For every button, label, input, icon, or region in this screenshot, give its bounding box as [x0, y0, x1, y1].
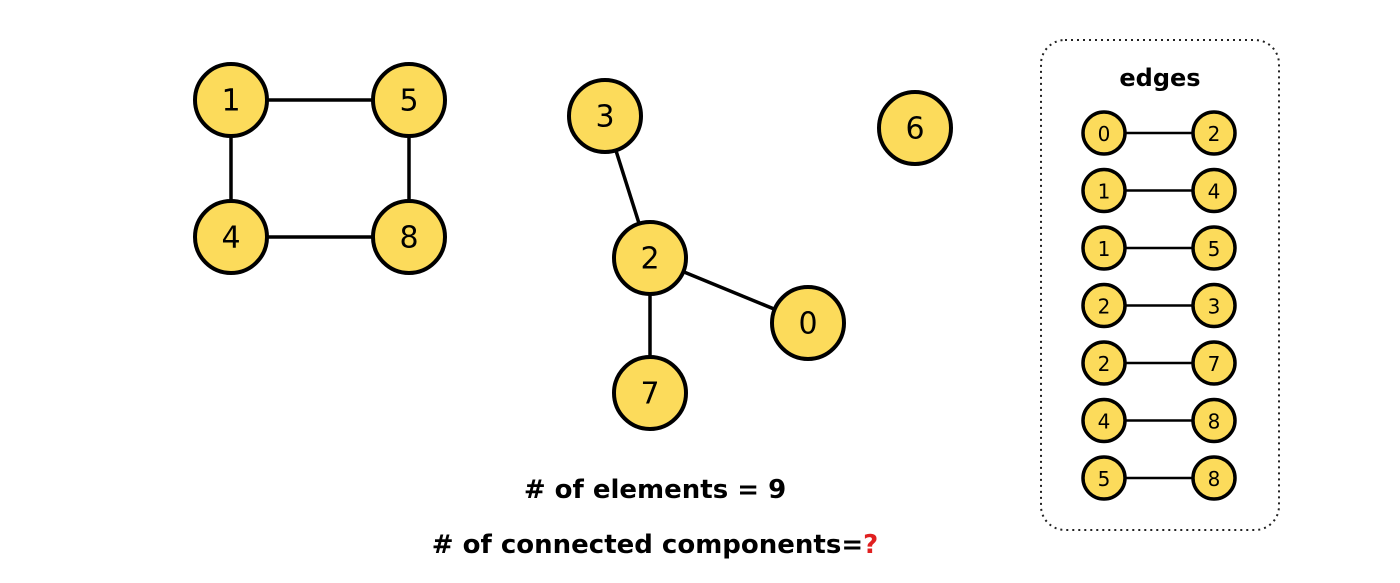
- edge-list-node-circle: [1191, 225, 1237, 271]
- edge-list-node-label: 7: [1208, 352, 1221, 376]
- edge-list-node-circle: [1191, 110, 1237, 156]
- edge-list-node-circle: [1081, 340, 1127, 386]
- edge-list-node: 3: [1191, 282, 1237, 329]
- edge-list-node-label: 8: [1208, 410, 1221, 434]
- node-label: 2: [640, 242, 659, 277]
- edge-list-node: 1: [1081, 167, 1127, 214]
- node-label: 6: [905, 112, 924, 147]
- edge-list-node-label: 2: [1208, 122, 1221, 146]
- edge-list-node-label: 8: [1208, 467, 1221, 491]
- node-label: 1: [221, 84, 240, 119]
- edge-list-node: 0: [1081, 110, 1127, 156]
- node-4: 4: [193, 199, 269, 275]
- edge-list-title: edges: [1119, 64, 1200, 92]
- node-circle: [877, 90, 953, 166]
- edge-list-node-label: 5: [1098, 467, 1111, 491]
- edge-list-node: 8: [1191, 397, 1237, 444]
- edge-list-node-label: 0: [1098, 122, 1111, 146]
- node-label: 4: [221, 221, 240, 256]
- node-8: 8: [371, 199, 447, 275]
- node-label: 3: [595, 100, 614, 135]
- node-circle: [612, 355, 688, 431]
- edge-list-node-label: 5: [1208, 237, 1221, 261]
- edge-list-node: 4: [1191, 167, 1237, 214]
- node-circle: [612, 220, 688, 296]
- components-caption-text: # of connected components=: [432, 530, 863, 560]
- components-count-caption: # of connected components=?: [432, 530, 878, 560]
- elements-count-caption: # of elements = 9: [524, 475, 786, 505]
- edge-list-node: 5: [1081, 455, 1127, 501]
- edge-list-node-circle: [1191, 455, 1237, 501]
- edge-list-node-label: 2: [1098, 295, 1111, 319]
- node-circle: [371, 62, 447, 138]
- node-label: 7: [640, 377, 659, 412]
- node-circle: [193, 199, 269, 275]
- edge-list-node-label: 3: [1208, 295, 1221, 319]
- edge-list-node-label: 4: [1098, 410, 1111, 434]
- graph-nodes: 0 1 2 3 4 5 6 7 8: [193, 62, 953, 431]
- edge-list-node: 2: [1191, 110, 1237, 156]
- edge-list-node-label: 2: [1098, 352, 1111, 376]
- edge-list-node: 2: [1081, 282, 1127, 329]
- graph-edges: [229, 98, 809, 393]
- question-mark-icon: ?: [863, 530, 878, 560]
- node-3: 3: [567, 78, 643, 154]
- edge-list-node-circle: [1081, 282, 1127, 329]
- node-0: 0: [770, 285, 846, 361]
- edge-list-node-label: 1: [1098, 237, 1111, 261]
- edge-list-node-circle: [1191, 282, 1237, 329]
- node-circle: [770, 285, 846, 361]
- edge-list-node: 2: [1081, 340, 1127, 386]
- node-label: 8: [399, 221, 418, 256]
- edge-list-node-circle: [1081, 225, 1127, 271]
- edge-list-node: 8: [1191, 455, 1237, 501]
- node-5: 5: [371, 62, 447, 138]
- node-circle: [193, 62, 269, 138]
- edge-list-node: 5: [1191, 225, 1237, 271]
- node-6: 6: [877, 90, 953, 166]
- node-circle: [567, 78, 643, 154]
- edge-list-node-circle: [1081, 455, 1127, 501]
- node-7: 7: [612, 355, 688, 431]
- edge-list-node-circle: [1081, 167, 1127, 214]
- node-1: 1: [193, 62, 269, 138]
- node-label: 0: [798, 307, 817, 342]
- edge-list-node: 1: [1081, 225, 1127, 271]
- edge-list-node-circle: [1191, 397, 1237, 444]
- edge-list-border: [1040, 39, 1280, 531]
- edge-list-node-label: 1: [1098, 180, 1111, 204]
- edge-list-node-circle: [1081, 397, 1127, 444]
- edge-list-node: 7: [1191, 340, 1237, 386]
- node-circle: [371, 199, 447, 275]
- edge-list-node-circle: [1081, 110, 1127, 156]
- edge-list-node-circle: [1191, 340, 1237, 386]
- node-label: 5: [399, 84, 418, 119]
- edge-list-node-label: 4: [1208, 180, 1221, 204]
- edge-list-node: 4: [1081, 397, 1127, 444]
- node-2: 2: [612, 220, 688, 296]
- edge-list-node-circle: [1191, 167, 1237, 214]
